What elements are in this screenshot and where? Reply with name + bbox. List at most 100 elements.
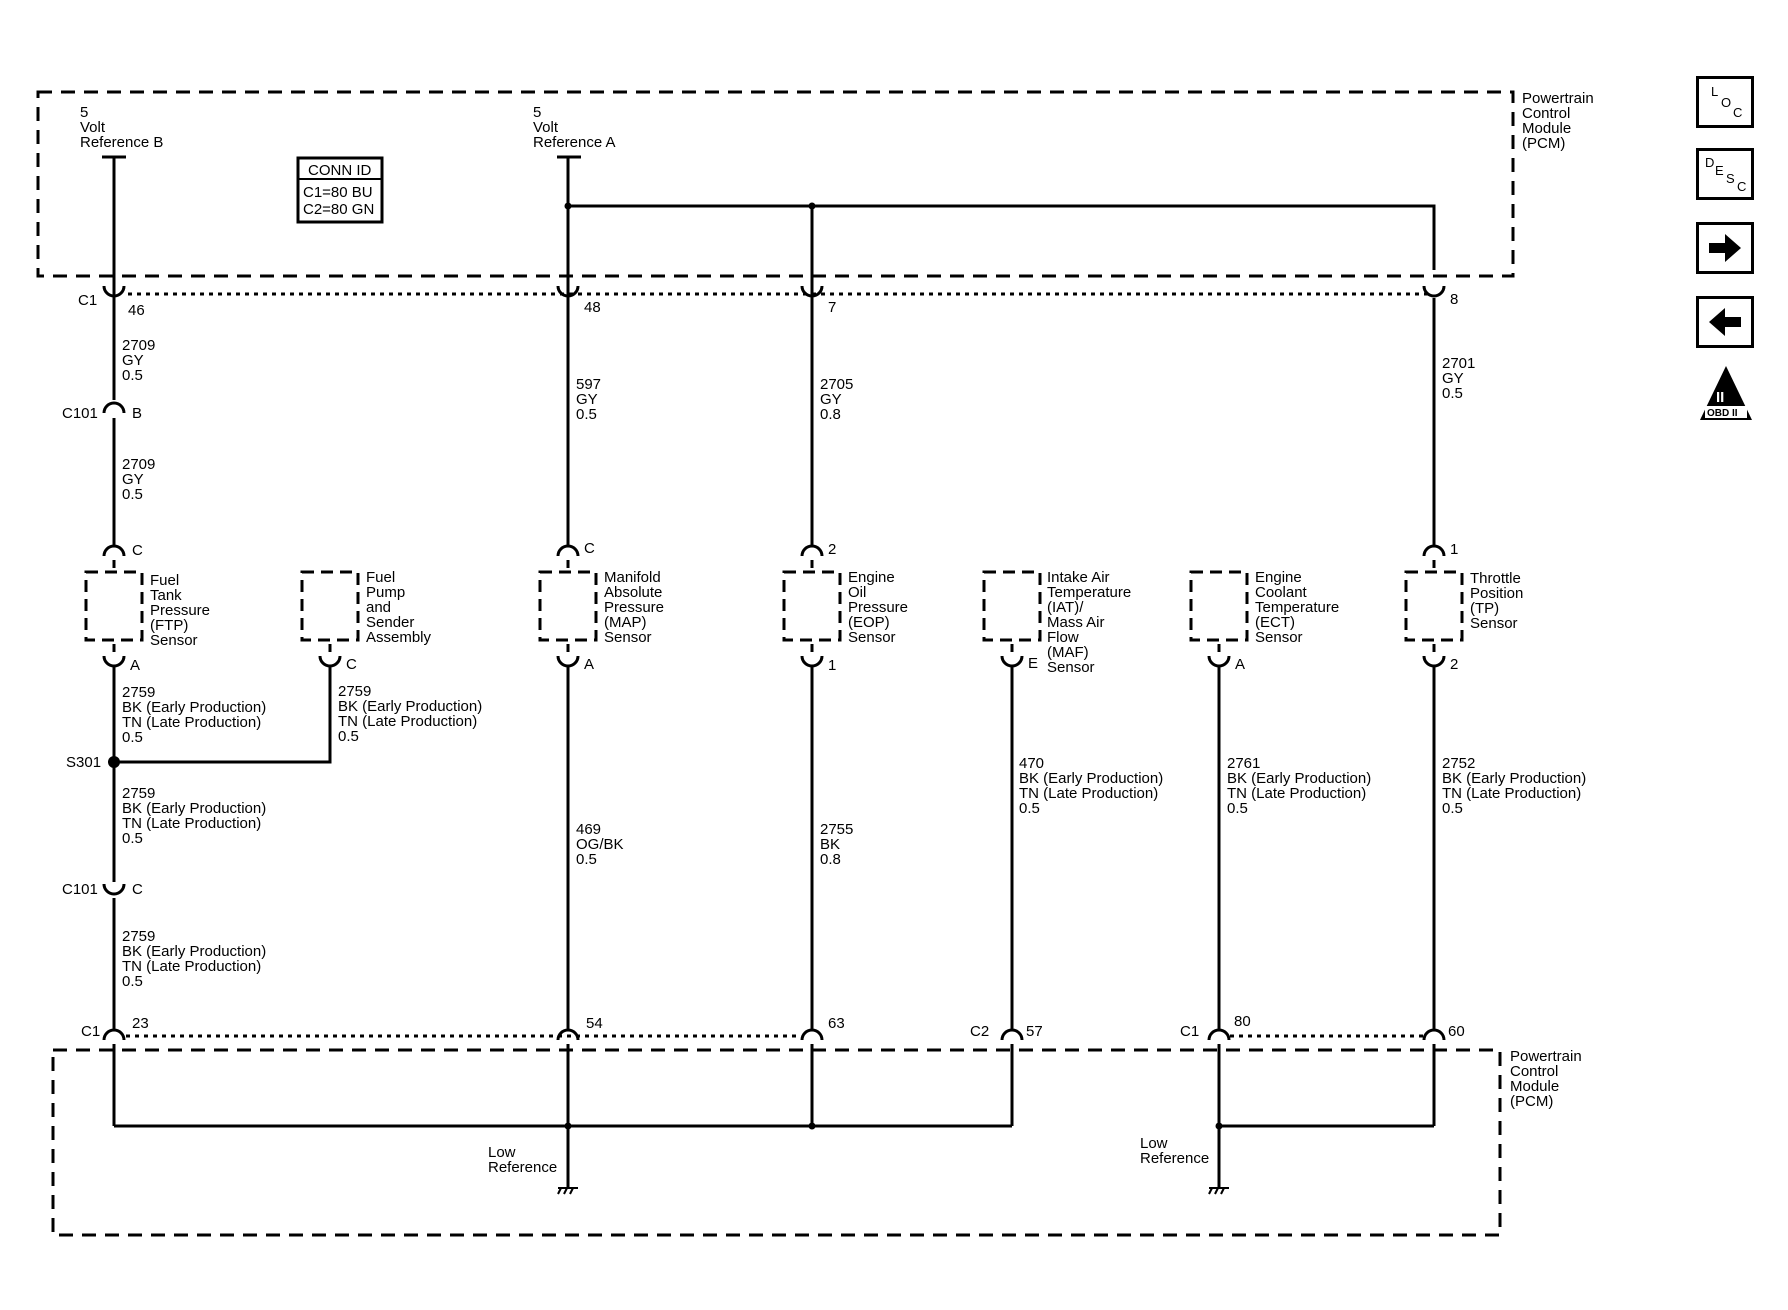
svg-text:A: A: [584, 656, 594, 673]
svg-text:TN (Late Production): TN (Late Production): [338, 713, 477, 730]
svg-text:C2: C2: [970, 1023, 989, 1040]
svg-text:2759: 2759: [122, 785, 155, 802]
svg-text:0.8: 0.8: [820, 406, 841, 423]
map-sensor-label: Manifold Absolute Pressure (MAP) Sensor: [604, 569, 664, 646]
iat-maf-sensor[interactable]: [982, 570, 1042, 642]
svg-text:Sensor: Sensor: [150, 632, 198, 649]
svg-text:0.5: 0.5: [122, 729, 143, 746]
desc-letter-c: C: [1737, 179, 1747, 194]
eop-sensor[interactable]: [782, 570, 842, 642]
wire-label-597: 597 GY 0.5: [576, 376, 601, 423]
svg-text:Position: Position: [1470, 585, 1523, 602]
svg-text:Intake Air: Intake Air: [1047, 569, 1110, 586]
wire-label-2701: 2701 GY 0.5: [1442, 355, 1475, 402]
svg-text:Pressure: Pressure: [848, 599, 908, 616]
svg-text:0.5: 0.5: [122, 830, 143, 847]
ref-a-label: 5 Volt Reference A: [533, 104, 616, 151]
iat-maf-sensor-label: Intake Air Temperature (IAT)/ Mass Air F…: [1047, 569, 1131, 676]
svg-text:Flow: Flow: [1047, 629, 1079, 646]
ect-sensor[interactable]: [1189, 570, 1249, 642]
svg-text:23: 23: [132, 1015, 149, 1032]
svg-text:C: C: [346, 656, 357, 673]
bottom-cavities: [102, 1028, 1446, 1041]
svg-text:E: E: [1028, 655, 1038, 672]
svg-text:80: 80: [1234, 1013, 1251, 1030]
svg-text:2761: 2761: [1227, 755, 1260, 772]
svg-text:Pressure: Pressure: [604, 599, 664, 616]
svg-text:B: B: [132, 405, 142, 422]
svg-text:Low: Low: [1140, 1135, 1168, 1152]
wire-label-2759-a: 2759 BK (Early Production) TN (Late Prod…: [122, 684, 266, 746]
svg-text:(PCM): (PCM): [1522, 135, 1565, 152]
svg-text:TN (Late Production): TN (Late Production): [122, 958, 261, 975]
svg-text:BK (Early Production): BK (Early Production): [1019, 770, 1163, 787]
svg-text:C1=80 BU: C1=80 BU: [303, 184, 373, 201]
svg-text:60: 60: [1448, 1023, 1465, 1040]
svg-text:0.5: 0.5: [1019, 800, 1040, 817]
next-page-button[interactable]: [1696, 222, 1754, 274]
ect-sensor-label: Engine Coolant Temperature (ECT) Sensor: [1255, 569, 1339, 646]
svg-text:(IAT)/: (IAT)/: [1047, 599, 1084, 616]
svg-text:GY: GY: [122, 471, 144, 488]
svg-text:Powertrain: Powertrain: [1510, 1048, 1582, 1065]
svg-text:0.5: 0.5: [1442, 800, 1463, 817]
arrow-right-icon: [1709, 234, 1741, 262]
loc-letter-o: O: [1721, 95, 1732, 110]
ftp-sensor[interactable]: [84, 570, 144, 642]
svg-text:GY: GY: [820, 391, 842, 408]
svg-text:and: and: [366, 599, 391, 616]
svg-text:Manifold: Manifold: [604, 569, 661, 586]
svg-text:TN (Late Production): TN (Late Production): [122, 714, 261, 731]
svg-text:C101: C101: [62, 881, 98, 898]
svg-text:CONN ID: CONN ID: [308, 162, 372, 179]
svg-text:2752: 2752: [1442, 755, 1475, 772]
svg-text:Sensor: Sensor: [848, 629, 896, 646]
svg-text:Sensor: Sensor: [1470, 615, 1518, 632]
svg-text:GY: GY: [1442, 370, 1464, 387]
map-sensor[interactable]: [538, 570, 598, 642]
svg-text:Coolant: Coolant: [1255, 584, 1308, 601]
svg-text:BK (Early Production): BK (Early Production): [122, 943, 266, 960]
loc-letter-l: L: [1711, 84, 1719, 99]
bottom-pcm-box: [51, 1048, 1502, 1237]
svg-text:2701: 2701: [1442, 355, 1475, 372]
location-button[interactable]: L O C: [1696, 76, 1754, 128]
description-button[interactable]: D E S C: [1696, 148, 1754, 200]
previous-page-button[interactable]: [1696, 296, 1754, 348]
svg-text:C2=80 GN: C2=80 GN: [303, 201, 374, 218]
svg-text:BK: BK: [820, 836, 840, 853]
svg-text:Assembly: Assembly: [366, 629, 432, 646]
svg-text:A: A: [130, 657, 140, 674]
svg-text:Tank: Tank: [150, 587, 182, 604]
svg-text:8: 8: [1450, 291, 1458, 308]
svg-text:(PCM): (PCM): [1510, 1093, 1553, 1110]
obd-ii-icon[interactable]: II OBD II: [1700, 366, 1752, 420]
svg-text:(MAP): (MAP): [604, 614, 647, 631]
fuel-pump-label: Fuel Pump and Sender Assembly: [366, 569, 432, 646]
svg-text:OBD II: OBD II: [1707, 408, 1738, 419]
svg-text:Sender: Sender: [366, 614, 414, 631]
tp-sensor[interactable]: [1404, 570, 1464, 642]
wire-label-2759-c: 2759 BK (Early Production) TN (Late Prod…: [122, 928, 266, 990]
svg-text:63: 63: [828, 1015, 845, 1032]
svg-text:597: 597: [576, 376, 601, 393]
svg-text:7: 7: [828, 299, 836, 316]
svg-text:BK (Early Production): BK (Early Production): [338, 698, 482, 715]
wire-label-2755: 2755 BK 0.8: [820, 821, 853, 868]
svg-text:Volt: Volt: [533, 119, 559, 136]
svg-text:Module: Module: [1510, 1078, 1559, 1095]
svg-text:Control: Control: [1522, 105, 1570, 122]
svg-text:2709: 2709: [122, 456, 155, 473]
svg-text:Pump: Pump: [366, 584, 405, 601]
svg-text:Powertrain: Powertrain: [1522, 90, 1594, 107]
svg-text:1: 1: [1450, 541, 1458, 558]
svg-text:C1: C1: [81, 1023, 100, 1040]
svg-text:0.5: 0.5: [122, 486, 143, 503]
svg-text:TN (Late Production): TN (Late Production): [1227, 785, 1366, 802]
svg-text:2: 2: [1450, 656, 1458, 673]
svg-text:C101: C101: [62, 405, 98, 422]
svg-text:Low: Low: [488, 1144, 516, 1161]
fuel-pump-sender-assembly[interactable]: [300, 570, 360, 642]
svg-text:1: 1: [828, 657, 836, 674]
